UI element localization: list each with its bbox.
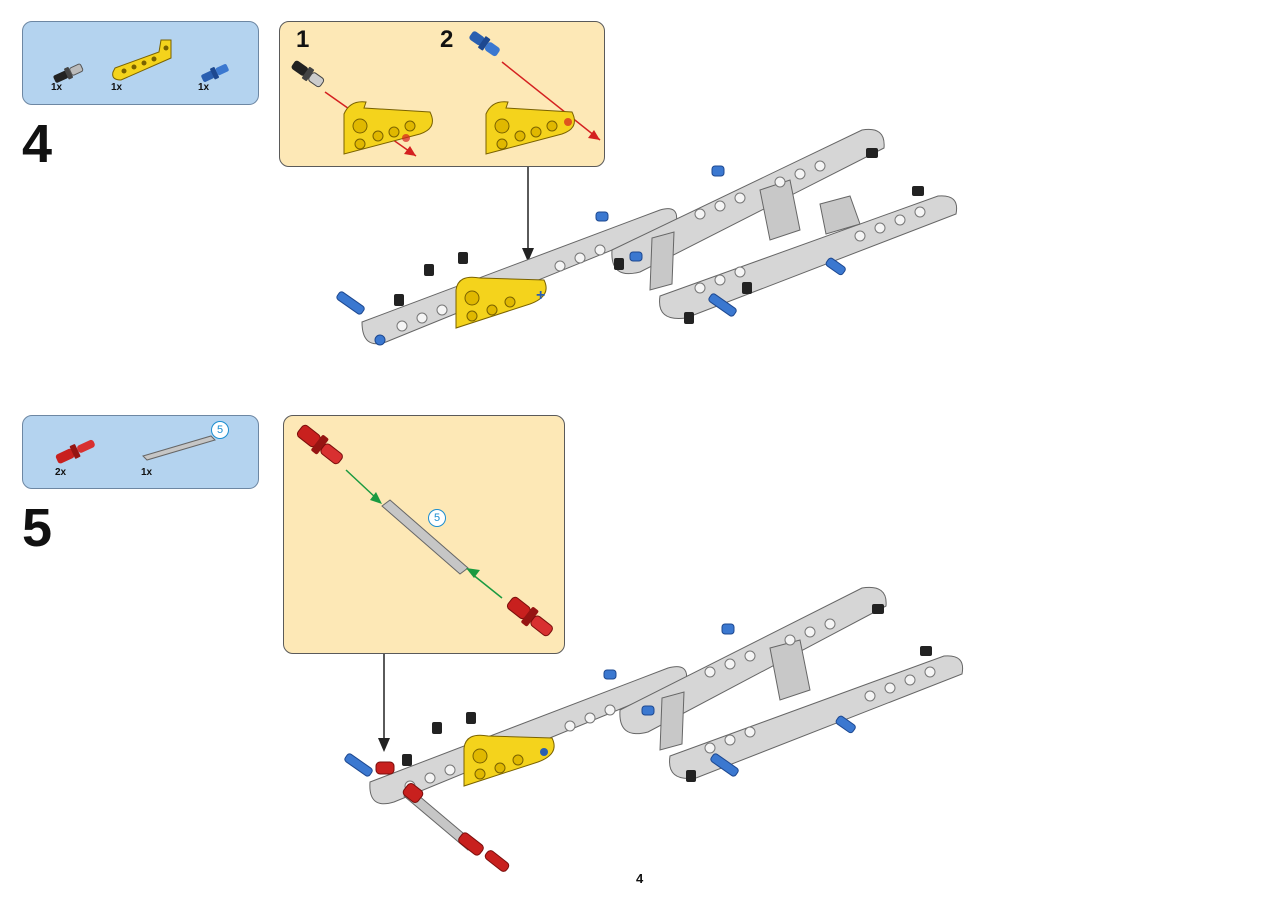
yellow-angled-beam-icon (343, 101, 433, 155)
assembly-arrow (471, 573, 503, 599)
black-friction-pin-icon (53, 63, 84, 83)
step4-callout-illustration (291, 31, 601, 157)
step4-chassis-model: + (336, 128, 958, 346)
assembly-arrow (501, 61, 601, 141)
red-axle-pin-icon (55, 439, 95, 464)
blue-axle-pin-icon (469, 31, 500, 57)
step5-part2-qty: 1x (141, 467, 153, 478)
step5-callout: 5 (283, 415, 565, 654)
step4-substep-2: 2 (440, 26, 454, 53)
gray-axle-icon (142, 435, 216, 461)
step5-callout-illustration (296, 424, 553, 637)
step4-part1-qty: 1x (51, 82, 63, 93)
step5-parts-list: 2x 5 1x (22, 415, 259, 489)
step4-callout: 1 2 (279, 21, 605, 167)
red-axle-pin-icon (296, 424, 343, 465)
red-axle-pin-icon (506, 596, 553, 637)
blue-axle-pin-icon (201, 64, 229, 82)
svg-text:+: + (536, 287, 545, 304)
step4-parts-list: 1x 1x 1x (22, 21, 259, 105)
gray-axle-icon (381, 499, 469, 575)
red-axle-pin-icon (375, 761, 510, 872)
step5-part1-qty: 2x (55, 467, 67, 478)
yellow-angled-beam-icon (463, 734, 555, 787)
step4-part2-qty: 1x (111, 82, 123, 93)
yellow-angled-beam-icon (485, 101, 575, 155)
yellow-angled-beam-icon (112, 39, 172, 81)
step4-part3-qty: 1x (198, 82, 210, 93)
assembly-arrow (345, 469, 377, 499)
step5-number: 5 (22, 498, 53, 558)
axle-length-badge: 5 (211, 421, 229, 439)
yellow-angled-beam-icon: + (455, 276, 547, 329)
page-number: 4 (636, 871, 644, 886)
black-friction-pin-icon (291, 60, 325, 88)
callout-axle-length-badge: 5 (428, 509, 446, 527)
step4-substep-1: 1 (296, 26, 310, 53)
step4-number: 4 (22, 114, 53, 174)
